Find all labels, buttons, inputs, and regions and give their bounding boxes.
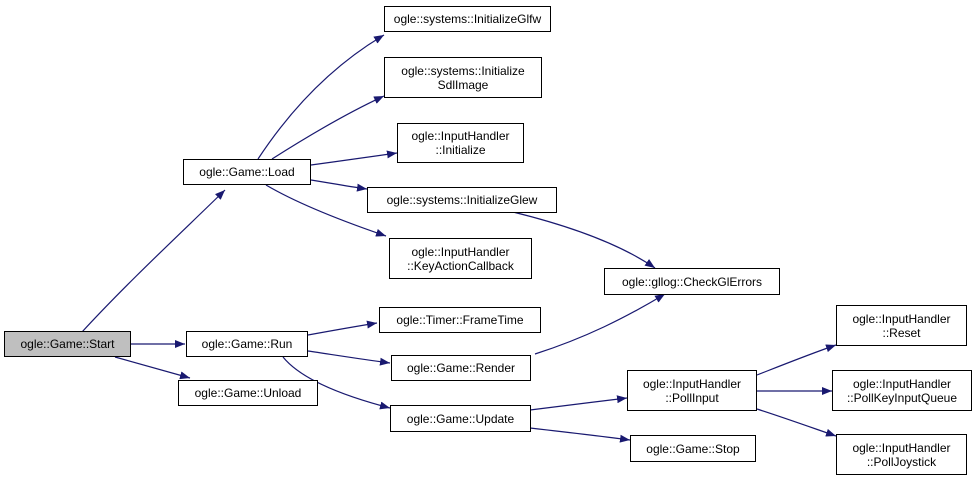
node-inputhandler-pollkeyinputqueue[interactable]: ogle::InputHandler ::PollKeyInputQueue [832,370,972,411]
node-label: ogle::Game::Update [406,411,515,426]
node-label: ::PollInput [665,390,719,405]
node-label: SdlImage [437,77,489,92]
node-game-unload[interactable]: ogle::Game::Unload [178,380,318,406]
node-inputhandler-initialize[interactable]: ogle::InputHandler ::Initialize [397,123,524,163]
node-label: ::KeyActionCallback [407,258,514,273]
node-label: ogle::Timer::FrameTime [396,313,524,327]
edge-run-render [307,350,391,366]
edge-load-initsdl [271,95,385,160]
edge-pollinput-reset [756,344,837,376]
node-label: ogle::InputHandler [411,129,510,143]
edge-load-initglew [310,179,368,192]
node-label: ogle::InputHandler [642,376,742,391]
node-label: ogle::Game::Start [20,337,115,351]
edge-run-frametime [307,320,378,336]
edge-update-pollinput [529,395,628,411]
node-inputhandler-polljoystick[interactable]: ogle::InputHandler ::PollJoystick [836,434,967,475]
node-label: ogle::InputHandler [852,376,952,391]
edge-update-stop [529,427,631,443]
node-inputhandler-reset[interactable]: ogle::InputHandler ::Reset [836,305,967,346]
node-label: ::PollKeyInputQueue [846,390,958,405]
node-init-glfw[interactable]: ogle::systems::InitializeGlfw [384,6,551,32]
node-label: ogle::systems::InitializeGlew [386,193,538,207]
node-gllog-checkglerrors[interactable]: ogle::gllog::CheckGlErrors [604,268,780,295]
edge-start-unload [114,356,191,380]
node-inputhandler-keyactioncallback[interactable]: ogle::InputHandler ::KeyActionCallback [389,238,532,279]
node-game-stop[interactable]: ogle::Game::Stop [630,435,756,462]
node-timer-frametime[interactable]: ogle::Timer::FrameTime [379,307,541,333]
edge-load-initglfw [257,34,385,160]
edge-load-ihinit [310,150,398,166]
node-init-glew[interactable]: ogle::systems::InitializeGlew [367,187,557,213]
node-label: ogle::Game::Stop [646,441,740,456]
edge-start-load [81,189,226,333]
node-label: ogle::systems::Initialize [401,63,525,78]
node-label: ogle::InputHandler [852,311,951,326]
node-label: ::PollJoystick [866,454,937,469]
node-label: ogle::Game::Run [201,337,293,351]
node-init-sdlimage[interactable]: ogle::systems::Initialize SdlImage [384,57,542,98]
node-label: ogle::gllog::CheckGlErrors [621,274,763,289]
node-label: ogle::InputHandler [852,440,951,455]
edge-pollinput-polljoy [756,408,837,437]
node-label: ogle::InputHandler [411,244,510,259]
edge-initglew-checkgl [512,211,656,269]
edge-load-keyaction [265,184,387,237]
node-label: ogle::systems::InitializeGlfw [393,12,542,26]
node-label: ::Reset [882,325,921,340]
node-label: ogle::Game::Unload [194,386,302,400]
node-game-update[interactable]: ogle::Game::Update [390,405,531,432]
node-game-load[interactable]: ogle::Game::Load [183,159,311,185]
node-label: ::Initialize [435,143,486,157]
edge-render-checkgl [534,293,666,355]
node-game-render[interactable]: ogle::Game::Render [391,355,531,381]
node-inputhandler-pollinput[interactable]: ogle::InputHandler ::PollInput [627,370,757,411]
node-game-start[interactable]: ogle::Game::Start [4,331,131,357]
edge-run-update [282,356,391,410]
node-game-run[interactable]: ogle::Game::Run [186,331,308,357]
node-label: ogle::Game::Load [199,165,295,179]
node-label: ogle::Game::Render [406,361,516,375]
